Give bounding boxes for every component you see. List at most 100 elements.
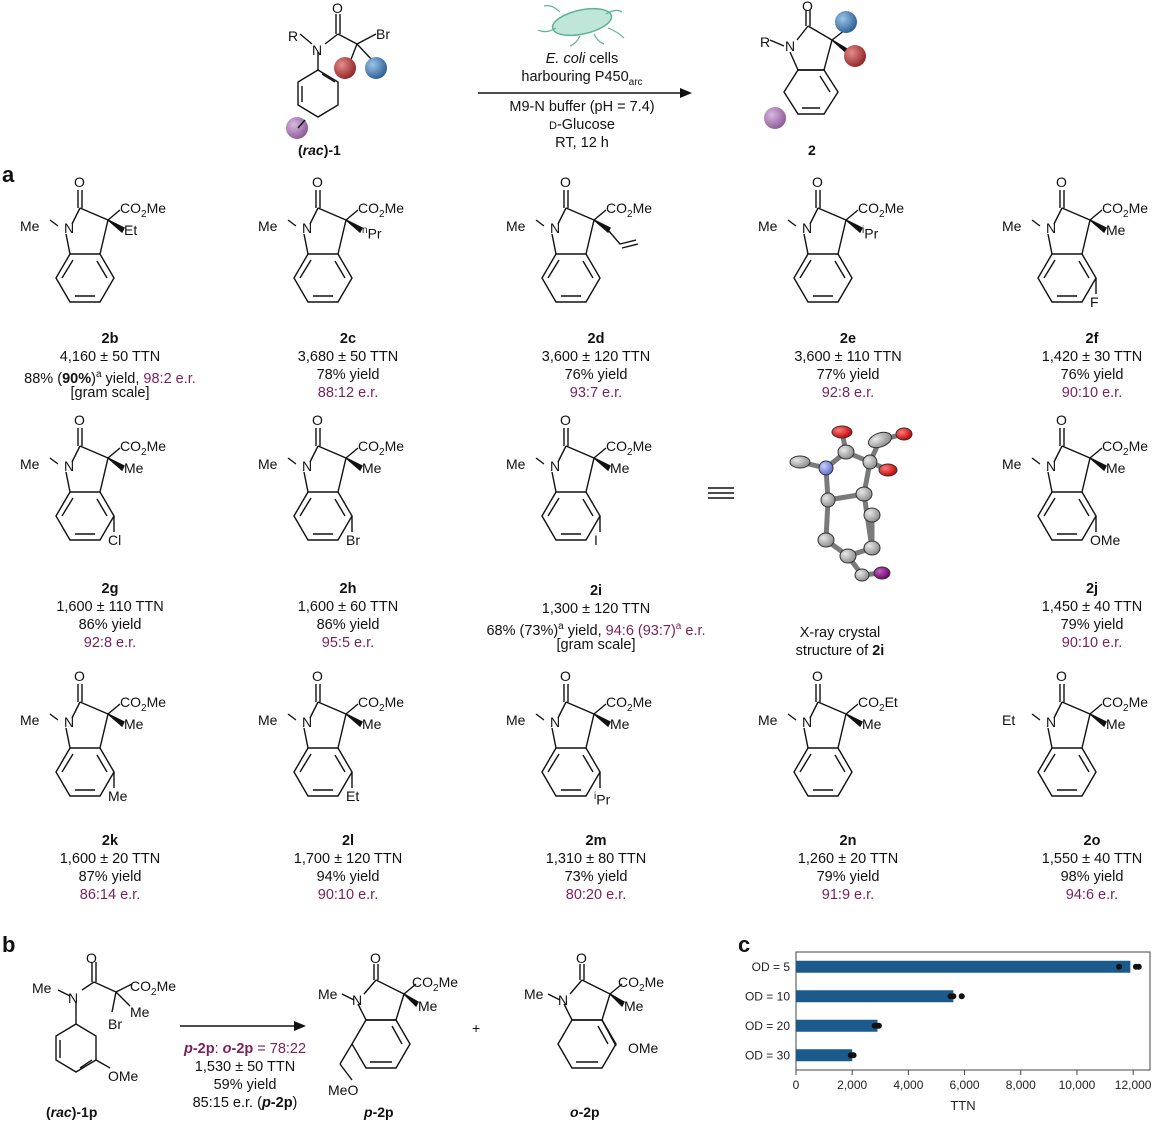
n-atom-2j: N xyxy=(1046,458,1057,474)
caption-yield-2g: 86% yield xyxy=(78,617,142,633)
o-atom-2j: O xyxy=(1056,412,1067,428)
sm-R-label: R xyxy=(288,28,299,44)
caption-yield-2c: 78% yield xyxy=(316,367,380,383)
point-0-0 xyxy=(1116,963,1123,970)
o-2p-label: o-2p xyxy=(570,1104,600,1120)
b-sm-Me2: Me xyxy=(130,1004,150,1020)
n-atom-2o: N xyxy=(1046,714,1057,730)
n-atom-2e: N xyxy=(802,220,813,236)
ester-2k: CO2Me xyxy=(120,694,167,714)
n-substituent-2e: Me xyxy=(758,218,778,234)
caption-er-2j: 90:10 e.r. xyxy=(1061,635,1123,651)
alkyl-2h: Me xyxy=(362,460,382,476)
o-atom-2b: O xyxy=(74,174,85,190)
sm-Br-label: Br xyxy=(376,26,390,42)
caption-id-2o: 2o xyxy=(1083,833,1101,849)
o-atom-2m: O xyxy=(560,668,571,684)
alkyl-2m: Me xyxy=(610,716,630,732)
point-3-2 xyxy=(850,1052,857,1059)
caption-yield-2e: 77% yield xyxy=(816,367,880,383)
xtick-label-0: 0 xyxy=(793,1078,800,1092)
caption-ttn-2h: 1,600 ± 60 TTN xyxy=(297,599,399,615)
caption-ttn-2d: 3,600 ± 120 TTN xyxy=(541,349,651,365)
panel-b-label: b xyxy=(2,932,16,957)
p-2p-structure xyxy=(339,964,419,1081)
n-atom-2h: N xyxy=(302,458,313,474)
ester-2b: CO2Me xyxy=(120,200,167,220)
category-label-3: OD = 30 xyxy=(745,1048,790,1062)
ester-2n: CO2Et xyxy=(858,694,898,714)
n-substituent-2f: Me xyxy=(1002,218,1022,234)
n-substituent-2o: Et xyxy=(1002,712,1016,728)
n-substituent-2j: Me xyxy=(1002,456,1022,472)
o-N: N xyxy=(558,992,569,1008)
reagent-glucose: D-Glucose xyxy=(549,117,615,133)
ester-2d: CO2Me xyxy=(606,200,653,220)
o-Me: Me xyxy=(524,986,544,1002)
structure-2o xyxy=(1031,684,1107,797)
structure-2f xyxy=(1031,190,1107,303)
b-sm-Br: Br xyxy=(108,1016,122,1032)
b-sm-Me: Me xyxy=(32,980,52,996)
structure-2m xyxy=(535,684,611,797)
alkyl-2n: Me xyxy=(862,716,882,732)
caption-extra-2i: [gram scale] xyxy=(556,637,636,653)
caption-yield-2j: 79% yield xyxy=(1060,617,1124,633)
caption-yield-2f: 76% yield xyxy=(1060,367,1124,383)
caption-ttn-2b: 4,160 ± 50 TTN xyxy=(59,349,161,365)
o-atom-2n: O xyxy=(812,668,823,684)
n-atom-2m: N xyxy=(550,714,561,730)
n-atom-2f: N xyxy=(1046,220,1057,236)
structure-2d xyxy=(535,190,639,303)
structure-2h xyxy=(287,428,363,541)
ester-2l: CO2Me xyxy=(358,694,405,714)
caption-er-2k: 86:14 e.r. xyxy=(79,887,141,903)
o-atom-2d: O xyxy=(560,174,571,190)
caption-yield-2b: 88% (90%)a yield, 98:2 e.r. xyxy=(24,369,196,387)
o-atom-2h: O xyxy=(312,412,323,428)
ester-2o: CO2Me xyxy=(1102,694,1149,714)
n-substituent-2n: Me xyxy=(758,712,778,728)
category-label-2: OD = 20 xyxy=(745,1019,790,1033)
b-sm-O: O xyxy=(86,950,97,966)
o-atom-2k: O xyxy=(74,668,85,684)
ring-substituent-2i: I xyxy=(594,532,598,548)
caption-er-2d: 93:7 e.r. xyxy=(569,385,623,401)
n-substituent-2h: Me xyxy=(258,456,278,472)
n-substituent-2i: Me xyxy=(506,456,526,472)
product-O-label: O xyxy=(802,0,813,14)
p-Me2: Me xyxy=(418,998,438,1014)
o-atom-2i: O xyxy=(560,412,571,428)
caption-er-2f: 90:10 e.r. xyxy=(1061,385,1123,401)
xray-caption-line1: X-ray crystal xyxy=(799,625,881,641)
panel-b-sm-structure xyxy=(55,962,133,1073)
caption-yield-2o: 98% yield xyxy=(1060,869,1124,885)
caption-id-2k: 2k xyxy=(101,833,119,849)
caption-yield-2d: 76% yield xyxy=(564,367,628,383)
n-atom-2l: N xyxy=(302,714,313,730)
panel-c-label: c xyxy=(738,932,751,957)
alkyl-2l: Me xyxy=(362,716,382,732)
caption-ttn-2i: 1,300 ± 120 TTN xyxy=(541,601,651,617)
o-atom-2l: O xyxy=(312,668,323,684)
o-atom-2o: O xyxy=(1056,668,1067,684)
caption-yield-2n: 79% yield xyxy=(816,869,880,885)
xtick-label-2: 4,000 xyxy=(893,1078,923,1092)
oxindole-grid xyxy=(49,190,1107,797)
o-OMe: OMe xyxy=(628,1040,659,1056)
product-label: 2 xyxy=(808,142,816,158)
o-O: O xyxy=(576,950,587,966)
starting-material-structure xyxy=(297,14,377,118)
caption-ttn-2e: 3,600 ± 110 TTN xyxy=(794,349,902,365)
caption-er-2o: 94:6 e.r. xyxy=(1065,887,1119,903)
reagent-ecoli: E. coli cells xyxy=(545,51,619,67)
o-ester: CO2Me xyxy=(618,974,665,994)
reagent-p450: harbouring P450arc xyxy=(521,69,643,88)
n-substituent-2m: Me xyxy=(506,712,526,728)
xtick-label-3: 6,000 xyxy=(950,1078,980,1092)
ester-2m: CO2Me xyxy=(606,694,653,714)
category-label-0: OD = 5 xyxy=(752,960,791,974)
b-sm-OMe: OMe xyxy=(108,1068,139,1084)
structure-2i xyxy=(535,428,611,541)
sm-O-label: O xyxy=(332,0,343,16)
